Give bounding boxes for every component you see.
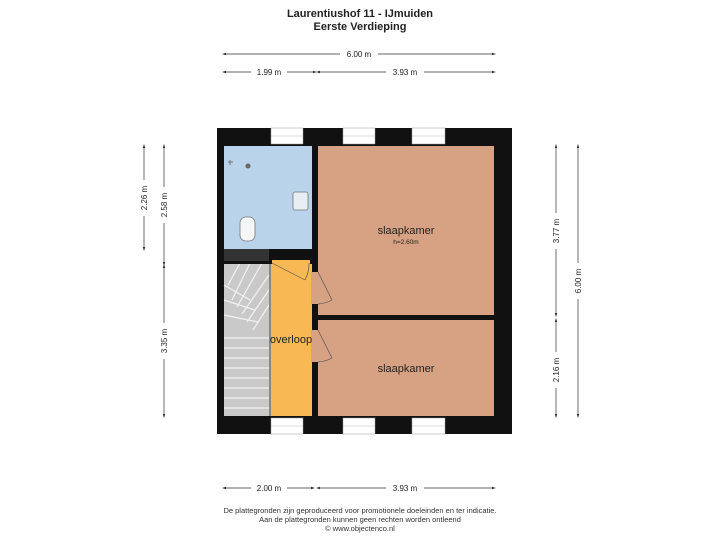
- bedroom-bottom-label: slaapkamer: [378, 363, 435, 375]
- shower-drain: [245, 163, 251, 169]
- bathroom-counter: [224, 249, 269, 261]
- bedroom-top-door-opening: [311, 272, 319, 304]
- stair-railing: [269, 263, 271, 416]
- copyright-link[interactable]: © www.objectenco.nl: [325, 524, 395, 533]
- wall-bedroom-divider: [318, 315, 494, 320]
- bedroom-top-label: slaapkamer: [378, 225, 435, 237]
- disclaimer-line-2: Aan de plattegronden kunnen geen rechten…: [259, 515, 461, 524]
- toilet-icon: [239, 216, 256, 242]
- dim-left-b: 2.58 m: [160, 192, 169, 217]
- dim-left-a: 2.26 m: [140, 185, 149, 210]
- bedroom-bottom-door-opening: [311, 330, 319, 362]
- dim-bottom-right: 3.93 m: [393, 484, 418, 493]
- dim-top-left: 1.99 m: [257, 68, 282, 77]
- plan-title: Laurentiushof 11 - IJmuiden: [286, 8, 434, 20]
- floor-name: Eerste Verdieping: [313, 21, 407, 33]
- windows-bottom: [270, 417, 446, 435]
- sink-icon: [292, 191, 309, 211]
- bedroom-top-room: [318, 146, 494, 315]
- dim-top-total: 6.00 m: [347, 50, 372, 59]
- bathroom-door-opening: [272, 260, 310, 265]
- wall-bathroom-bottom: [224, 261, 312, 264]
- dim-left-c: 3.35 m: [160, 328, 169, 353]
- dim-bottom-left: 2.00 m: [257, 484, 282, 493]
- bedroom-bottom-room: [318, 320, 494, 416]
- stairwell: [224, 263, 269, 416]
- dim-right-a: 3.77 m: [552, 218, 561, 243]
- landing-room: [271, 263, 312, 416]
- dim-top-right: 3.93 m: [393, 68, 418, 77]
- landing-label: overloop: [270, 334, 312, 346]
- shower-head-icon: [228, 160, 233, 165]
- dim-right-total: 6.00 m: [574, 268, 583, 293]
- stairs: [223, 262, 270, 409]
- bedroom-top-height: h=2.60m: [393, 239, 418, 246]
- door-swings: [271, 262, 333, 363]
- disclaimer-line-1: De plattegronden zijn geproduceerd voor …: [223, 506, 497, 515]
- dim-right-b: 2.16 m: [552, 357, 561, 382]
